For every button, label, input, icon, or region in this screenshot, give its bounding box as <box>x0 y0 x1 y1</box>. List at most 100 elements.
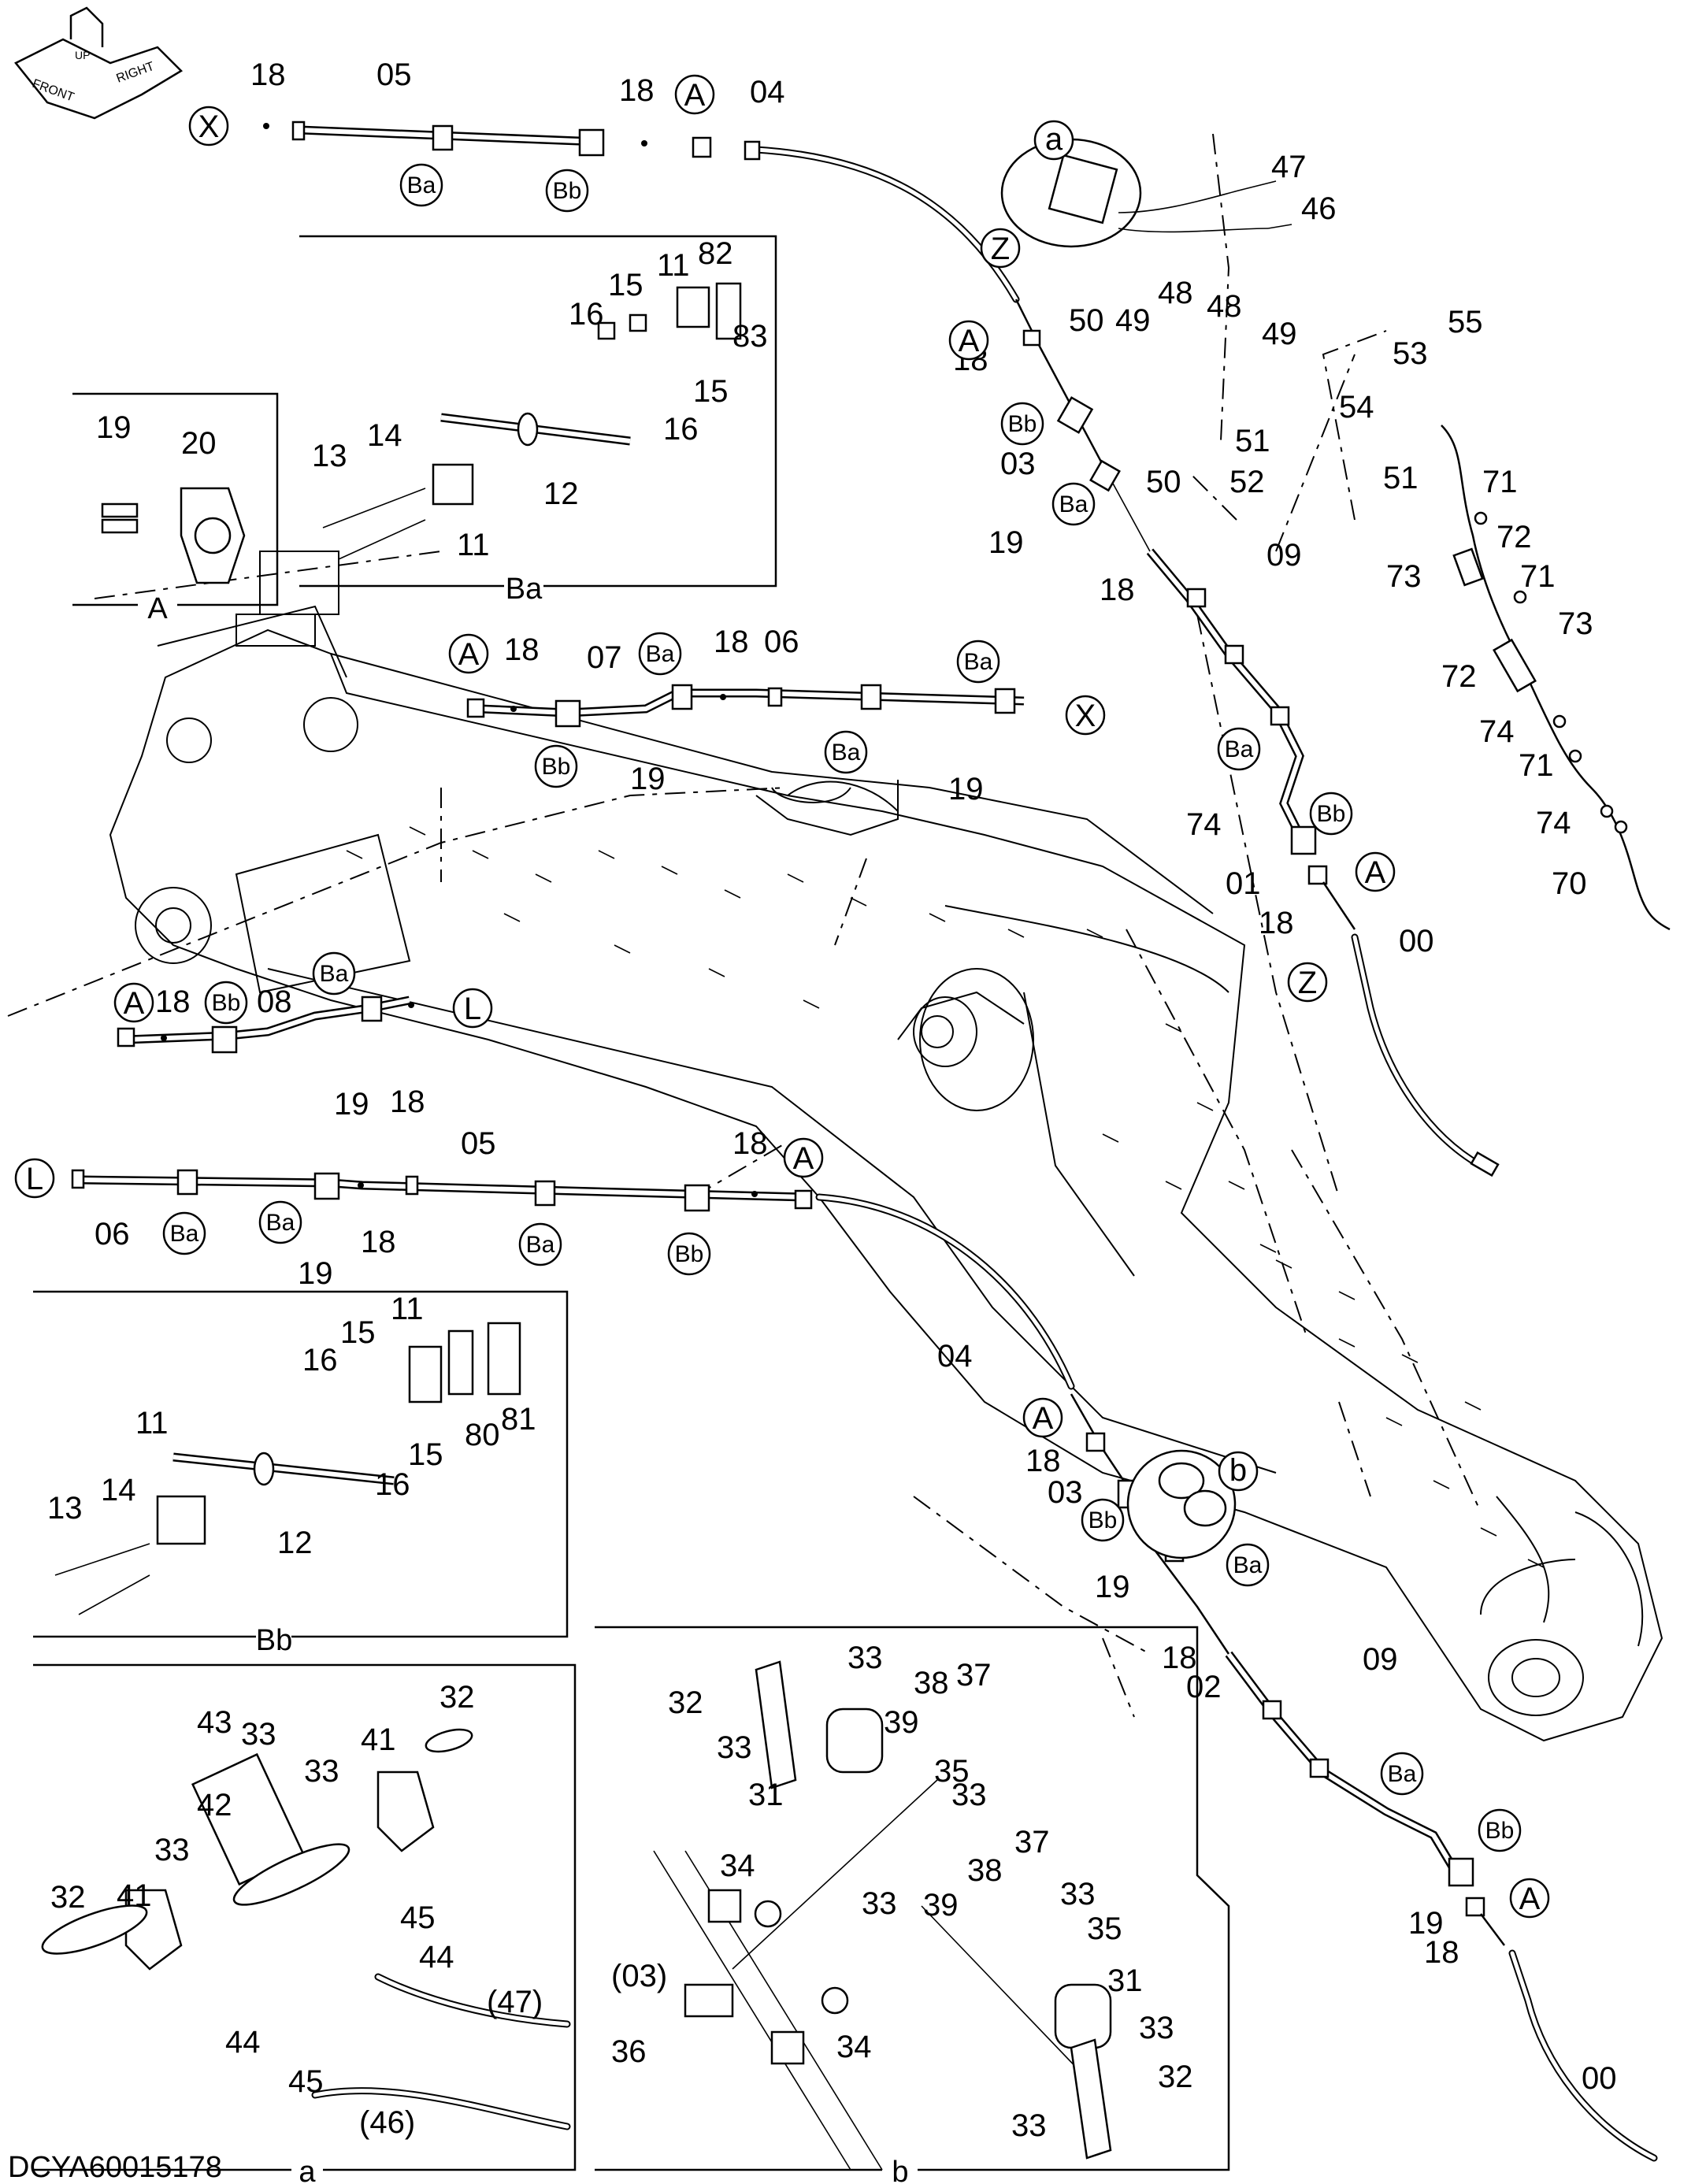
label-06: 06 <box>95 1217 130 1251</box>
caption-Ba: Ba <box>506 573 543 606</box>
label-06: 06 <box>764 625 799 659</box>
label-70: 70 <box>1552 866 1587 901</box>
label-42: 42 <box>197 1788 232 1822</box>
callout-Bb: Bb <box>545 169 589 213</box>
label-12: 12 <box>543 476 579 511</box>
label-03: 03 <box>1048 1475 1083 1510</box>
label-82: 82 <box>698 236 733 271</box>
svg-text:Ba: Ba <box>1233 1552 1263 1578</box>
svg-text:Ba: Ba <box>1059 491 1089 517</box>
svg-text:A: A <box>959 324 980 358</box>
label-49: 49 <box>1262 317 1297 351</box>
label-53: 53 <box>1393 336 1428 371</box>
label-47p: (47) <box>487 1985 543 2019</box>
label-35: 35 <box>934 1754 970 1789</box>
callout-Bb: Bb <box>1478 1808 1522 1852</box>
label-18: 18 <box>504 632 540 667</box>
callout-Ba: Ba <box>956 640 1000 684</box>
label-74: 74 <box>1536 806 1571 840</box>
label-11: 11 <box>457 528 490 562</box>
svg-text:Ba: Ba <box>832 740 861 766</box>
svg-text:Bb: Bb <box>675 1241 704 1267</box>
label-43: 43 <box>197 1705 232 1740</box>
callout-A: A <box>1355 851 1396 892</box>
boom-body <box>109 551 1663 1742</box>
svg-text:Bb: Bb <box>1485 1818 1515 1844</box>
label-33: 33 <box>862 1886 897 1921</box>
callout-Z: Z <box>980 228 1021 269</box>
label-11: 11 <box>657 248 690 283</box>
label-71: 71 <box>1482 465 1518 499</box>
label-19: 19 <box>1408 1906 1444 1941</box>
label-50: 50 <box>1146 465 1181 499</box>
label-45: 45 <box>400 1900 436 1935</box>
orientation-icon: FRONT RIGHT UP <box>14 6 184 120</box>
label-05: 05 <box>461 1126 496 1161</box>
label-09: 09 <box>1363 1642 1398 1677</box>
svg-text:A: A <box>1033 1401 1054 1436</box>
callout-Ba: Ba <box>1217 727 1261 771</box>
svg-text:A: A <box>1519 1882 1541 1916</box>
label-34: 34 <box>720 1848 755 1883</box>
svg-text:Ba: Ba <box>170 1221 199 1247</box>
label-19: 19 <box>630 762 666 796</box>
label-83: 83 <box>732 319 768 354</box>
callout-Ba: Ba <box>399 163 443 207</box>
label-32: 32 <box>439 1680 475 1715</box>
callout-Bb: Bb <box>667 1232 711 1276</box>
label-52: 52 <box>1229 465 1265 499</box>
label-37: 37 <box>956 1658 992 1693</box>
label-33: 33 <box>1011 2108 1047 2143</box>
label-71: 71 <box>1519 748 1554 783</box>
svg-text:L: L <box>464 992 481 1026</box>
label-80: 80 <box>465 1418 500 1452</box>
svg-text:Bb: Bb <box>1317 801 1346 827</box>
top-pipe-assembly <box>263 121 1500 1177</box>
callouts: X Ba Bb A a Z A Bb Ba Ba Bb A Z A Ba Ba … <box>14 74 1550 1919</box>
label-19: 19 <box>334 1087 369 1122</box>
label-15: 15 <box>408 1437 443 1472</box>
label-18: 18 <box>390 1085 425 1119</box>
label-08: 08 <box>257 984 292 1019</box>
label-41: 41 <box>361 1722 396 1757</box>
detail-box-b: b <box>595 1626 1230 2184</box>
svg-text:X: X <box>1075 699 1096 733</box>
label-31: 31 <box>1107 1963 1143 1998</box>
label-38: 38 <box>914 1666 949 1700</box>
label-18: 18 <box>1259 906 1294 940</box>
label-46: 46 <box>1301 191 1337 226</box>
callout-Z: Z <box>1287 962 1328 1003</box>
label-72: 72 <box>1496 520 1532 554</box>
label-36: 36 <box>611 2034 647 2069</box>
callout-A: A <box>1022 1397 1063 1438</box>
label-35: 35 <box>1087 1911 1122 1946</box>
label-44: 44 <box>225 2025 261 2060</box>
svg-text:Bb: Bb <box>1008 411 1037 437</box>
callout-Ba: Ba <box>824 730 868 774</box>
svg-text:Bb: Bb <box>542 754 571 780</box>
callout-Ba: Ba <box>638 632 682 676</box>
label-03p: (03) <box>611 1959 667 1993</box>
label-11: 11 <box>391 1292 424 1326</box>
callout-A: A <box>783 1137 824 1178</box>
label-00: 00 <box>1582 2061 1617 2096</box>
label-73: 73 <box>1386 559 1422 594</box>
svg-text:Ba: Ba <box>320 961 349 987</box>
svg-text:Bb: Bb <box>212 990 241 1016</box>
detail-box-a: a <box>33 1663 577 2184</box>
callout-Ba: Ba <box>162 1211 206 1255</box>
svg-text:Ba: Ba <box>964 649 993 675</box>
label-32: 32 <box>668 1685 703 1720</box>
callout-A: A <box>1509 1878 1550 1919</box>
label-50: 50 <box>1069 303 1104 338</box>
label-13: 13 <box>312 439 347 473</box>
label-74: 74 <box>1186 807 1222 842</box>
wire-harness <box>1441 425 1671 931</box>
svg-text:Bb: Bb <box>553 178 582 204</box>
svg-text:Ba: Ba <box>526 1232 555 1258</box>
label-16: 16 <box>569 297 604 332</box>
label-48: 48 <box>1158 276 1193 310</box>
label-00: 00 <box>1399 924 1434 959</box>
callout-Bb: Bb <box>1000 402 1044 446</box>
label-37: 37 <box>1014 1825 1050 1860</box>
